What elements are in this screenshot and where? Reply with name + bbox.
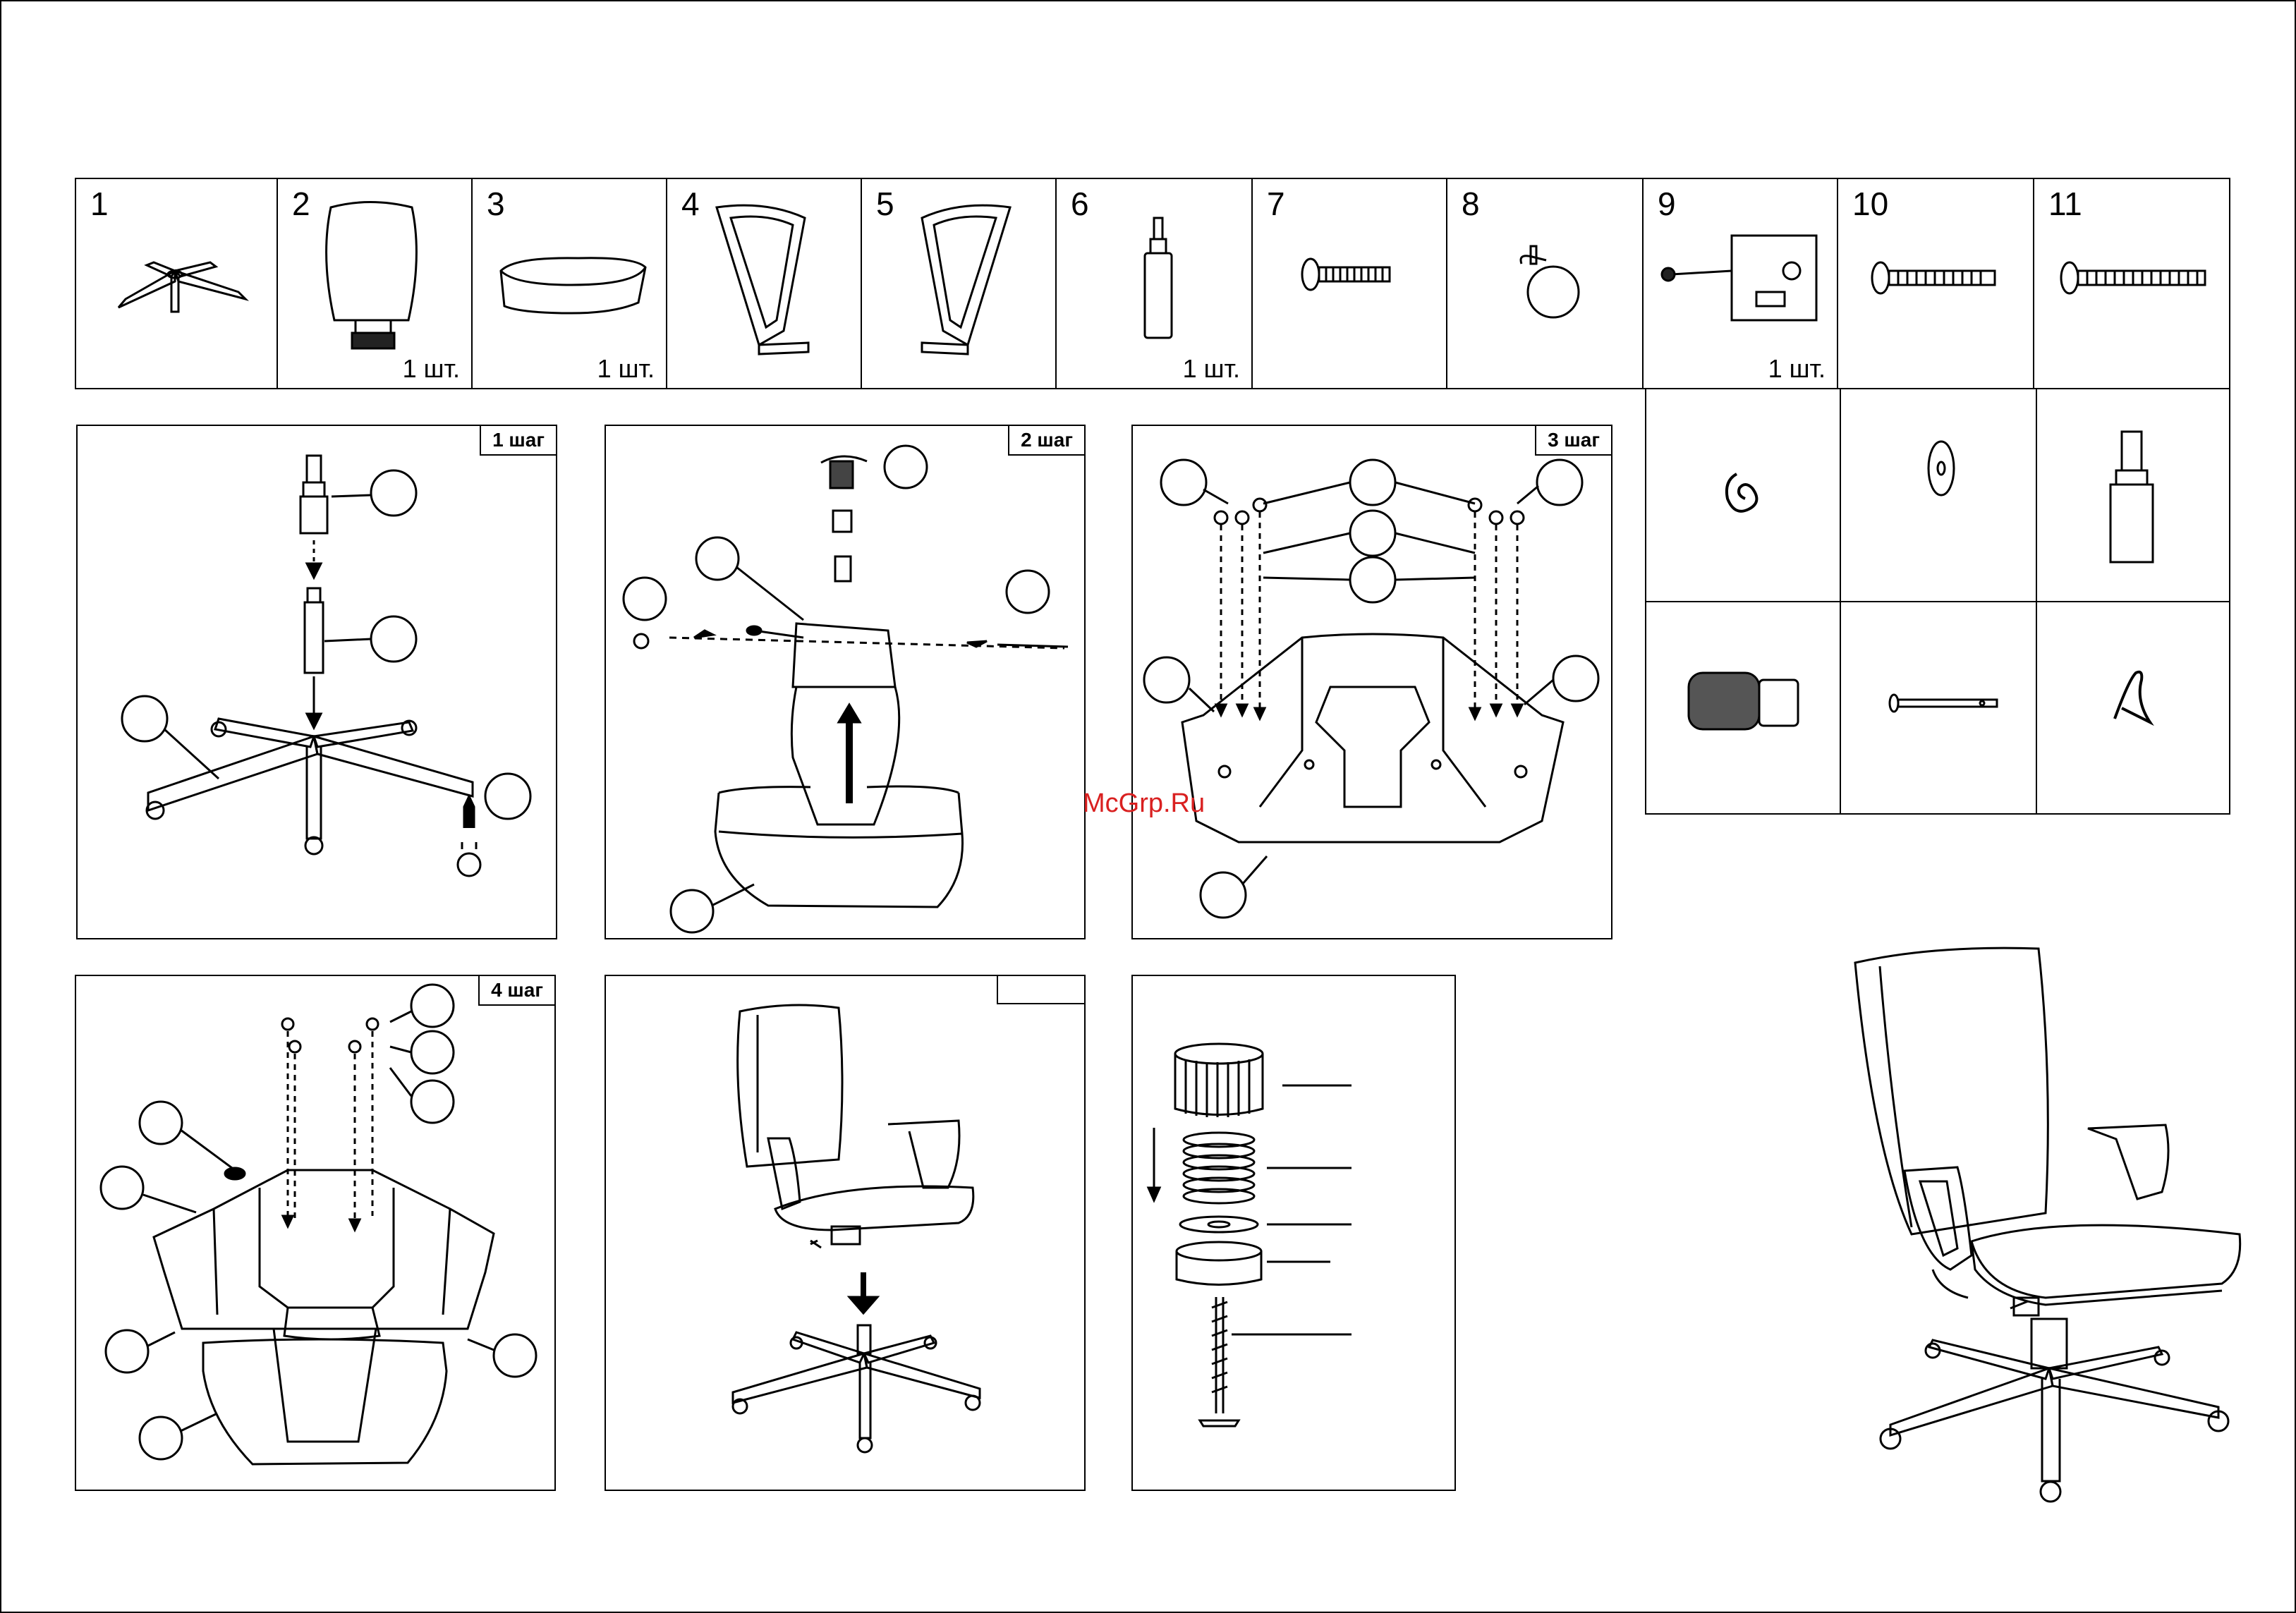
extra-parts-grid (1645, 389, 2230, 815)
watermark: McGrp.Ru (1083, 789, 1205, 819)
extra-part-cell (1841, 389, 2037, 602)
parts-table: 1 2 1 шт. 3 (75, 178, 2230, 389)
cylinder-detail-panel (1131, 975, 1456, 1491)
part-cell-6: 6 1 шт. (1057, 179, 1253, 388)
part-quantity: 1 шт. (597, 354, 655, 384)
part-quantity: 1 шт. (1768, 354, 1826, 384)
base-assembly-illustration (78, 426, 559, 941)
part-cell-3: 3 1 шт. (473, 179, 667, 388)
cylinder-exploded-illustration (1133, 976, 1457, 1492)
armrest-right-icon (862, 179, 1057, 388)
part-cell-2: 2 1 шт. (278, 179, 473, 388)
flat-washer-icon (1841, 389, 2037, 602)
part-cell-10: 10 (1838, 179, 2034, 388)
final-assembly-illustration (606, 976, 1087, 1492)
part-cell-1: 1 (76, 179, 278, 388)
step-5-panel (605, 975, 1086, 1491)
part-cell-9: 9 1 шт. (1644, 179, 1838, 388)
short-screw-icon (1253, 179, 1447, 388)
backrest-to-seat-illustration (1133, 426, 1614, 941)
armrest-left-icon (667, 179, 862, 388)
part-cell-4: 4 (667, 179, 862, 388)
long-screw-icon (2034, 179, 2229, 388)
step-3-panel: 3 шаг (1131, 425, 1612, 939)
extra-part-cell (2037, 389, 2229, 602)
part-cell-5: 5 (862, 179, 1057, 388)
mechanism-to-seat-illustration (606, 426, 1087, 941)
spring-washer-icon (1646, 389, 1841, 602)
cotter-clip-icon (2037, 602, 2229, 813)
step-1-panel: 1 шаг (76, 425, 557, 939)
part-cell-8: 8 (1447, 179, 1644, 388)
extra-part-cell (1841, 602, 2037, 813)
part-quantity: 1 шт. (1183, 354, 1240, 384)
medium-screw-icon (1838, 179, 2034, 388)
cylinder-cover-icon (2037, 389, 2229, 602)
caster-icon (1447, 179, 1644, 388)
extra-part-cell (2037, 602, 2229, 813)
extra-part-cell (1646, 602, 1841, 813)
extra-part-cell (1646, 389, 1841, 602)
chair-base-icon (76, 179, 278, 388)
adjustment-knob-icon (1646, 602, 1841, 813)
step-4-panel: 4 шаг (75, 975, 556, 1491)
step-2-panel: 2 шаг (605, 425, 1086, 939)
assembled-chair-illustration (1834, 938, 2271, 1580)
part-cell-11: 11 (2034, 179, 2229, 388)
armrest-attachment-illustration (76, 976, 557, 1492)
pin-icon (1841, 602, 2037, 813)
part-cell-7: 7 (1253, 179, 1447, 388)
part-quantity: 1 шт. (403, 354, 460, 384)
